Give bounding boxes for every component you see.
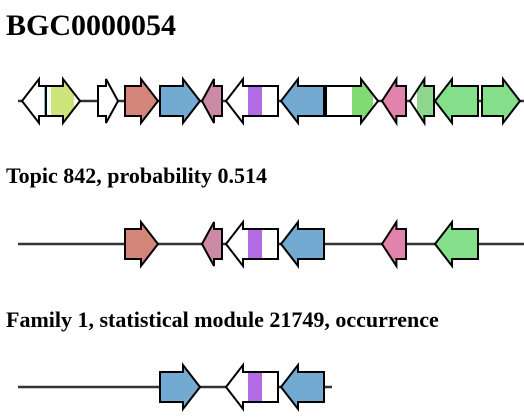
gene-arrow-outline [279,76,325,126]
gene-arrow[interactable] [380,75,407,127]
gene-arrow-fill [160,79,200,123]
track-label: Family 1, statistical module 21749, occu… [6,307,439,332]
gene-arrow-outline [325,76,380,126]
gene-arrow[interactable] [433,76,479,126]
gene-arrow[interactable] [279,362,325,412]
gene-arrow[interactable] [224,219,279,269]
gene-arrow-fill [382,79,406,123]
gene-arrow-outline [224,219,279,269]
gene-arrow[interactable] [481,76,522,126]
protein-domain [352,79,373,123]
gene-arrow[interactable] [433,219,479,269]
gene-arrow-fill [281,222,324,266]
gene-arrow-outline [200,78,223,124]
gene-arrow-outline [97,78,120,124]
gene-arrow-outline [380,75,407,127]
gene-arrow[interactable] [380,218,407,270]
gene-arrow[interactable] [200,78,223,124]
gene-arrow[interactable] [279,219,325,269]
gene-track: Family 1, statistical module 21749, occu… [6,307,439,412]
gene-arrow-outline [224,362,279,412]
gene-arrow-outline [159,362,202,412]
gene-arrow-fill [202,79,222,123]
gene-arrow-outline [408,75,435,127]
protein-domain [417,79,433,123]
gene-arrow[interactable] [159,362,202,412]
gene-arrow-fill [281,365,324,409]
gene-arrow[interactable] [200,221,223,267]
gene-arrow-outline [279,362,325,412]
protein-domain [248,79,262,123]
gene-arrow-outline [433,219,479,269]
gene-arrow-fill [281,79,324,123]
gene-arrow-fill [98,79,118,123]
gene-track: Topic 842, probability 0.514 [6,163,524,270]
gene-arrow-fill [435,222,478,266]
gene-arrow-outline [124,76,160,126]
gene-arrow-outline [279,219,325,269]
gene-arrow-outline [200,221,223,267]
gene-arrow[interactable] [45,76,82,126]
protein-domain [248,222,262,266]
gene-arrow-outline [124,219,160,269]
track-label: Topic 842, probability 0.514 [6,163,267,188]
gene-arrow[interactable] [279,76,325,126]
gene-arrow-outline [45,76,82,126]
gene-arrow-outline [159,76,202,126]
gene-arrow[interactable] [224,76,279,126]
gene-arrow[interactable] [124,219,160,269]
gene-arrow-fill [125,79,158,123]
gene-arrow[interactable] [124,76,160,126]
gene-arrow-fill [435,79,478,123]
gene-arrow[interactable] [224,362,279,412]
protein-domain [51,79,74,123]
gene-track [18,75,524,127]
gene-arrow-outline [433,76,479,126]
gene-arrow-outline [224,76,279,126]
gene-arrow-fill [125,222,158,266]
gene-arrow[interactable] [97,78,120,124]
gene-arrow-fill [160,365,200,409]
cluster-title: BGC0000054 [6,9,176,42]
gene-arrow[interactable] [159,76,202,126]
gene-arrow-outline [481,76,522,126]
gene-arrow-outline [380,218,407,270]
gene-arrow[interactable] [325,76,380,126]
protein-domain [248,365,262,409]
gene-arrow-fill [202,222,222,266]
gene-arrow-fill [382,222,406,266]
gene-arrow[interactable] [408,75,435,127]
